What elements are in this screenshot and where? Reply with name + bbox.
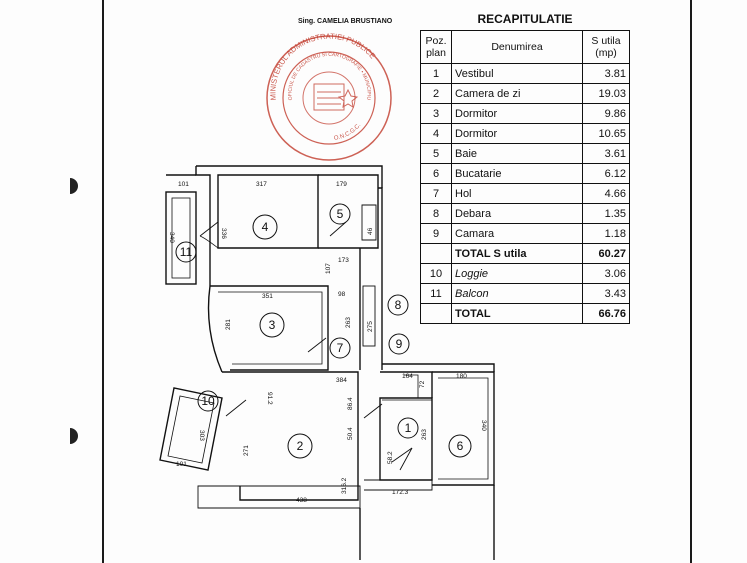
room-number-5: 5 — [337, 207, 344, 221]
room-number-8: 8 — [395, 298, 402, 312]
dim-label: 351 — [262, 293, 273, 300]
dim-label: 58.2 — [387, 451, 394, 464]
dim-label: 317 — [256, 181, 267, 188]
dim-label: 263 — [345, 317, 352, 328]
room-number-2: 2 — [297, 439, 304, 453]
dim-label: 303 — [198, 430, 205, 441]
room-number-6: 6 — [457, 439, 464, 453]
dim-label: 340 — [480, 420, 487, 431]
dim-label: 101 — [176, 461, 187, 468]
room-number-4: 4 — [262, 220, 269, 234]
header-poz: Poz. plan — [420, 30, 452, 64]
page-border-left — [102, 0, 104, 563]
dim-label: 98 — [338, 291, 346, 298]
dimension-labels: 101 317 179 340 336 173 46 107 98 351 28… — [168, 181, 487, 504]
signature-label: Sing. CAMELIA BRUSTIANO — [298, 18, 393, 25]
dim-label: 263 — [421, 429, 428, 440]
dim-label: 275 — [367, 321, 374, 332]
dim-label: 180 — [456, 373, 467, 380]
dim-label: 438 — [296, 497, 307, 504]
dim-label: 271 — [243, 445, 250, 456]
dim-label: 91.2 — [266, 392, 273, 405]
plan-walls — [159, 165, 495, 560]
dim-label: 340 — [168, 232, 175, 243]
dim-label: 86.4 — [347, 397, 354, 410]
room-markers: 4 5 11 3 8 7 9 10 2 1 6 — [175, 203, 472, 459]
room-number-1: 1 — [405, 421, 412, 435]
dim-label: 173 — [338, 257, 349, 264]
dim-label: 101 — [178, 181, 189, 188]
dim-label: 179 — [336, 181, 347, 188]
page-border-right — [690, 0, 692, 563]
official-stamp: MINISTERUL ADMINISTRATIEI PUBLICE OFICIU… — [262, 32, 392, 161]
dim-label: 384 — [336, 377, 347, 384]
room-number-11: 11 — [180, 245, 193, 259]
room-number-3: 3 — [269, 318, 276, 332]
dim-label: 172.3 — [392, 489, 409, 496]
stamp-emblem-icon — [313, 83, 359, 111]
dim-label: 336 — [220, 228, 227, 239]
punch-hole-bottom — [70, 428, 78, 444]
punch-hole-top — [70, 178, 78, 194]
room-number-7: 7 — [337, 341, 344, 355]
dim-label: 281 — [225, 319, 232, 330]
recap-title: RECAPITULATIE — [477, 12, 573, 26]
dim-label: 107 — [325, 263, 332, 274]
dim-label: 72 — [419, 380, 426, 388]
dim-label: 164 — [402, 373, 413, 380]
dim-label: 46 — [367, 227, 374, 235]
room-number-9: 9 — [396, 337, 403, 351]
room-number-10: 10 — [201, 394, 215, 408]
dim-label: 316.2 — [341, 477, 348, 494]
header-name: Denumirea — [451, 30, 583, 64]
dim-label: 50.4 — [347, 427, 354, 440]
